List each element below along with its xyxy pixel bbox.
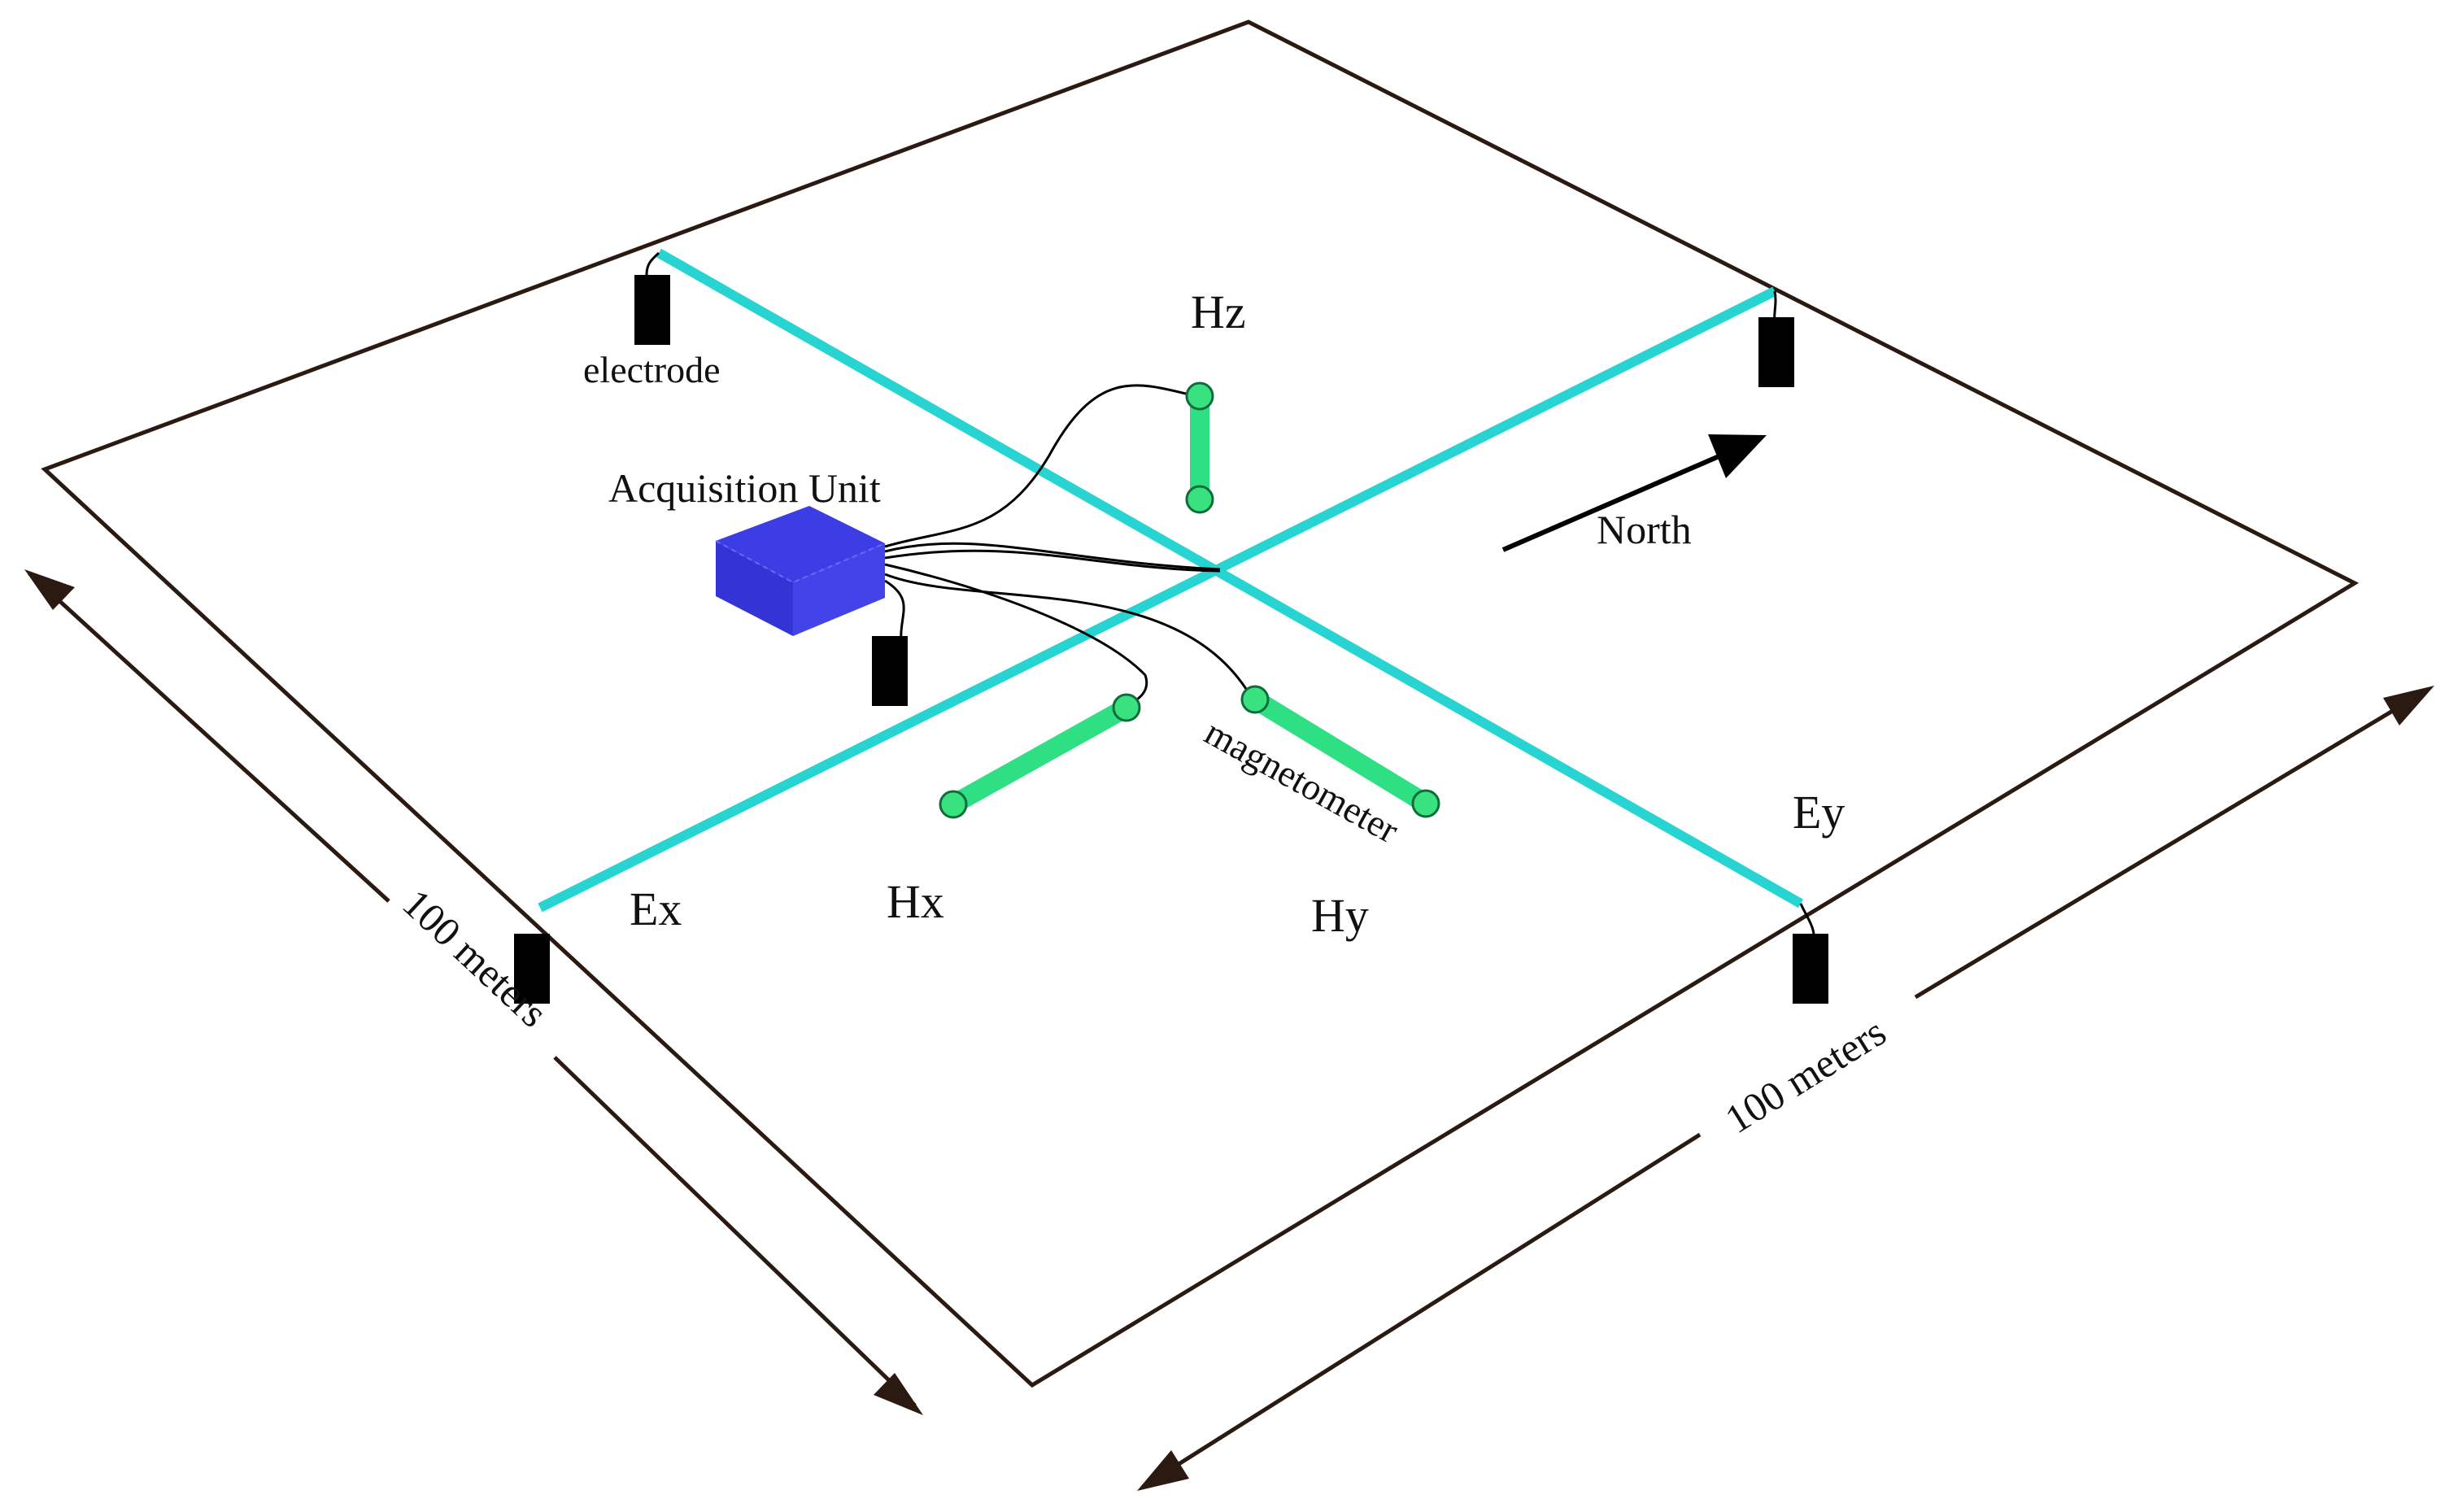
hz-label: Hz	[1191, 285, 1246, 338]
electrode-north-east	[1758, 317, 1794, 387]
dipole-line-ey	[656, 248, 1803, 909]
dimension-label-right: 100 meters	[1717, 1009, 1893, 1142]
survey-ground-plane	[41, 20, 2360, 1388]
electrode-south-east	[1793, 934, 1828, 1004]
north-arrow	[1501, 434, 1767, 552]
dimension-arrow-left	[24, 569, 923, 1415]
magnetometer-hy	[1240, 685, 1440, 818]
electrode-label: electrode	[583, 349, 721, 390]
acquisition-unit	[715, 506, 886, 636]
electrode-south-west	[514, 934, 550, 1004]
north-label: North	[1597, 507, 1692, 552]
dimension-arrow-right	[1137, 686, 2434, 1491]
magnetometer-hz	[1185, 381, 1214, 514]
electrode-center	[872, 636, 908, 706]
hx-label: Hx	[887, 875, 944, 928]
electrode-north-west	[634, 275, 670, 345]
acquisition-unit-label: Acquisition Unit	[608, 465, 881, 511]
dipole-line-ex	[538, 286, 1777, 913]
magnetometer-hx	[939, 693, 1141, 819]
connection-wires	[645, 251, 1815, 935]
ex-label: Ex	[630, 882, 682, 935]
ey-label: Ey	[1793, 786, 1845, 839]
hy-label: Hy	[1311, 889, 1369, 942]
